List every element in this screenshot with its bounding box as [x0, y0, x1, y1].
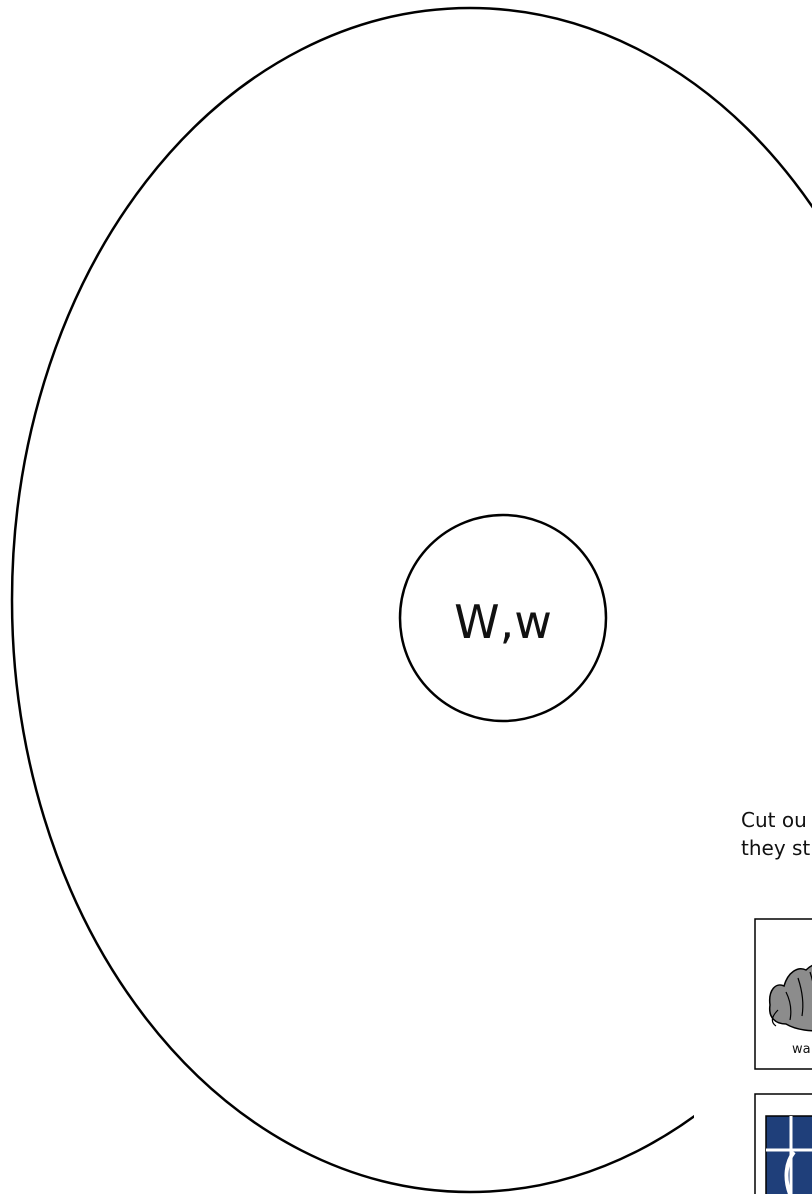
instructions-line-1: Cut ou: [741, 806, 810, 834]
picture-card-window: [755, 1094, 812, 1194]
window-icon: [766, 1116, 812, 1194]
card-caption: wa: [792, 1042, 811, 1057]
picture-card-wave: wa: [755, 919, 812, 1069]
instructions-line-2: they st: [741, 834, 810, 862]
letter-label: W,w: [454, 595, 552, 649]
cut-out-instructions: Cut ou they st: [741, 806, 810, 862]
